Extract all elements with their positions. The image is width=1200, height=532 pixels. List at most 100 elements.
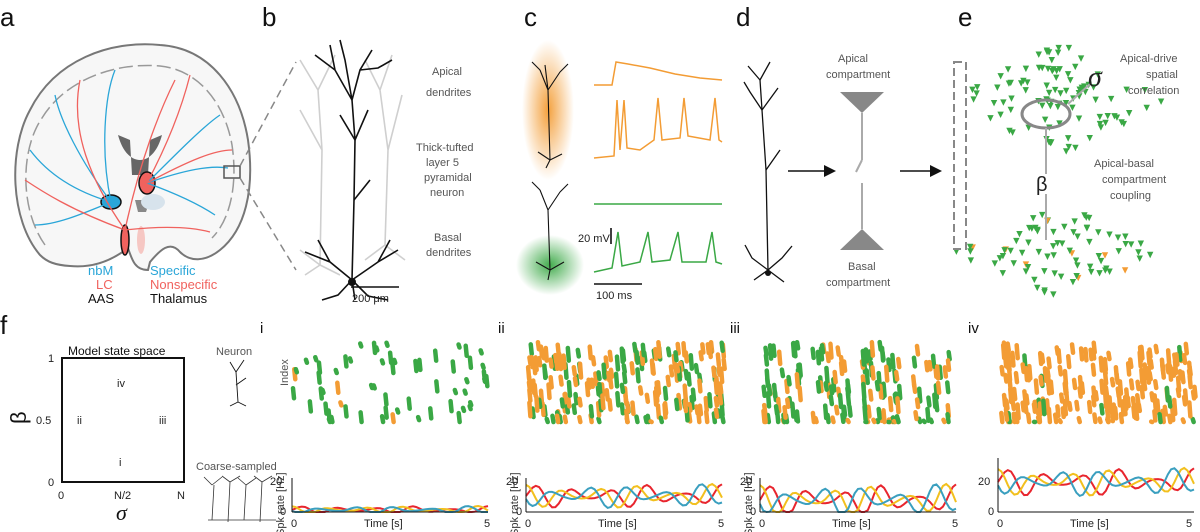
sigma-text-2: spatial (1146, 69, 1178, 81)
raster-ii (525, 339, 727, 425)
basal-compartment-triangle (840, 229, 884, 250)
raster-spike (1006, 411, 1012, 425)
raster-spike (1031, 402, 1038, 414)
raster-spike (941, 417, 947, 425)
raster-spike (528, 342, 534, 357)
raster-spike (1146, 350, 1152, 367)
raster-spike (1023, 365, 1030, 383)
raster-spike (312, 354, 319, 363)
small-neuron-bottom (531, 181, 569, 281)
state-point-iii: iii (159, 415, 166, 427)
population-triangle (1111, 113, 1118, 120)
population-triangle (1071, 218, 1078, 225)
population-triangle (997, 111, 1004, 119)
raster-spike (1003, 372, 1009, 384)
population-triangle (1106, 231, 1113, 238)
raster-spike (1048, 379, 1055, 396)
raster-spike (428, 406, 434, 421)
raster-spike (390, 360, 396, 376)
population-triangle (1024, 263, 1032, 271)
raster-spike (794, 339, 801, 351)
raster-spike (1113, 365, 1120, 382)
population-triangle (1121, 267, 1129, 274)
raster-spike (540, 401, 546, 418)
rate-i-xtick-0: 0 (291, 518, 297, 530)
raster-spike (546, 382, 552, 401)
raster-spike (1092, 412, 1098, 425)
rate-iii-xtick-5: 5 (952, 518, 958, 530)
population-triangle (973, 90, 980, 97)
raster-spike (881, 408, 887, 425)
raster-spike (838, 360, 845, 377)
raster-spike (529, 354, 535, 370)
population-triangle (1104, 112, 1111, 120)
rate-iii-ylabel: Spk rate [Hz] (743, 472, 755, 532)
raster-spike (1099, 402, 1105, 416)
raster-spike (1175, 386, 1182, 399)
population-triangle (967, 248, 974, 255)
raster-spike (343, 404, 349, 419)
raster-spike (1102, 356, 1109, 373)
raster-spike (782, 404, 788, 420)
raster-spike (1054, 345, 1060, 357)
raster-spike (1177, 344, 1183, 363)
basal-compartment-label-1: Basal (848, 261, 876, 273)
population-triangle (1137, 240, 1145, 247)
apical-dendrites-label-2: dendrites (426, 87, 472, 99)
population-triangle (1057, 273, 1065, 281)
population-triangle (1018, 249, 1026, 257)
raster-spike (533, 355, 539, 373)
raster-spike (700, 342, 706, 355)
population-triangle (1146, 251, 1154, 259)
raster-spike (320, 387, 326, 396)
raster-spike (1065, 353, 1072, 370)
raster-spike (1057, 364, 1064, 377)
population-triangle (1034, 284, 1041, 292)
population-triangle (1086, 238, 1093, 246)
raster-spike (687, 401, 693, 413)
raster-spike (1180, 417, 1187, 425)
trace-basal-spikes (593, 231, 723, 273)
raster-spike (1102, 370, 1109, 386)
raster-spike (597, 381, 603, 399)
raster-spike (945, 411, 951, 425)
raster-spike (619, 402, 626, 416)
raster-spike (825, 412, 831, 425)
raster-spike (456, 342, 462, 350)
population-triangle (1007, 79, 1014, 87)
raster-spike (879, 345, 886, 363)
raster-spike (1107, 395, 1113, 414)
raster-spike (1142, 362, 1148, 381)
lc-nucleus (120, 224, 130, 256)
raster-spike (665, 346, 672, 358)
raster-spike (590, 355, 597, 367)
raster-spike (1149, 391, 1155, 403)
raster-spike (1071, 377, 1078, 391)
panel-letter-a: a (0, 2, 15, 32)
population-triangle (1010, 260, 1017, 267)
raster-spike (916, 416, 923, 425)
raster-spike (1187, 373, 1193, 390)
subpanel-ii-label: ii (498, 320, 505, 337)
basal-compartment-label-2: compartment (826, 277, 890, 289)
population-triangle (1095, 229, 1102, 236)
raster-spike (815, 380, 822, 394)
raster-spike (765, 412, 772, 425)
raster-spike (1057, 417, 1063, 425)
raster-spike (384, 340, 390, 348)
raster-spike (825, 351, 831, 364)
raster-spike (945, 380, 951, 395)
raster-spike (562, 414, 569, 425)
raster-spike (1003, 396, 1009, 413)
rate-ii-xtick-0: 0 (525, 518, 531, 530)
raster-spike (930, 353, 937, 369)
raster-spike (1041, 398, 1047, 417)
population-triangle (1074, 233, 1081, 240)
raster-spike (329, 414, 335, 425)
raster-spike (1022, 389, 1028, 404)
raster-spike (557, 413, 563, 425)
raster-spike (794, 409, 801, 424)
population-triangle (999, 252, 1007, 260)
population-triangle (1096, 120, 1104, 128)
raster-spike (946, 349, 952, 362)
